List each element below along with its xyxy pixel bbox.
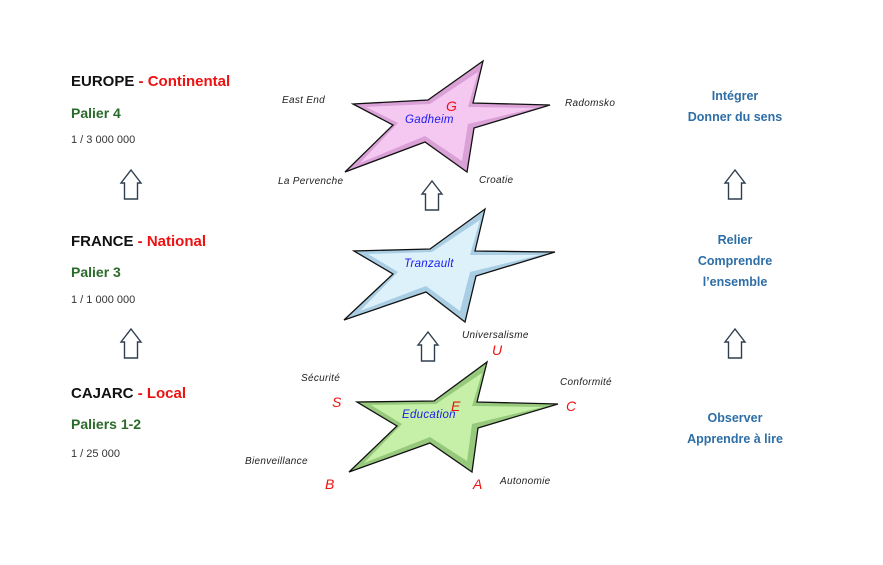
action-line: Intégrer	[711, 89, 759, 103]
value-label: Sécurité	[301, 373, 341, 384]
up-arrow-icon	[120, 328, 142, 359]
action-integrer: Intégrer Donner du sens	[660, 86, 810, 128]
level-name: FRANCE	[71, 233, 134, 250]
up-arrow-icon	[724, 328, 746, 359]
level-name: EUROPE	[71, 73, 135, 90]
action-line: l’ensemble	[702, 275, 768, 289]
location-label: La Pervenche	[278, 176, 344, 187]
up-arrow-icon	[120, 169, 142, 200]
star-education-name: Education	[402, 409, 456, 421]
level-scope: - Continental	[138, 73, 231, 90]
value-letter: U	[492, 342, 503, 358]
action-observer: Observer Apprendre à lire	[660, 408, 810, 450]
location-label: Radomsko	[565, 98, 616, 109]
action-line: Observer	[707, 411, 763, 425]
star-tranzault	[343, 207, 556, 324]
action-line: Donner du sens	[687, 110, 783, 124]
level-france-title: FRANCE - National	[71, 233, 206, 250]
star-gadheim-letter: G	[446, 98, 457, 114]
location-label: East End	[282, 95, 325, 106]
star-education	[348, 360, 559, 474]
value-letter: S	[332, 394, 342, 410]
star-tranzault-name: Tranzault	[404, 258, 454, 270]
level-name: CAJARC	[71, 385, 134, 402]
level-scope: - Local	[137, 385, 187, 402]
level-france-scale: 1 / 1 000 000	[71, 294, 136, 306]
action-relier: Relier Comprendre l’ensemble	[660, 230, 810, 293]
star-gadheim-face	[360, 72, 535, 163]
value-letter: A	[473, 476, 483, 492]
action-line: Apprendre à lire	[687, 432, 783, 446]
up-arrow-icon	[724, 169, 746, 200]
value-label: Universalisme	[462, 330, 529, 341]
location-label: Croatie	[479, 175, 514, 186]
level-scope: - National	[137, 233, 207, 250]
action-line: Relier	[717, 233, 753, 247]
level-cajarc-palier: Paliers 1-2	[71, 416, 142, 432]
star-education-letter: E	[451, 398, 461, 414]
star-education-face	[364, 373, 543, 463]
level-europe-scale: 1 / 3 000 000	[71, 134, 136, 146]
up-arrow-icon	[417, 331, 439, 362]
value-label: Conformité	[560, 377, 612, 388]
action-line: Comprendre	[697, 254, 773, 268]
level-europe-palier: Palier 4	[71, 105, 121, 121]
up-arrow-icon	[421, 180, 443, 211]
value-letter: B	[325, 476, 335, 492]
value-label: Bienveillance	[245, 456, 308, 467]
star-gadheim	[344, 59, 551, 174]
star-gadheim-name: Gadheim	[405, 114, 454, 126]
level-europe-title: EUROPE - Continental	[71, 73, 230, 90]
level-cajarc-scale: 1 / 25 000	[71, 448, 120, 460]
level-france-palier: Palier 3	[71, 264, 121, 280]
value-label: Autonomie	[500, 476, 551, 487]
level-cajarc-title: CAJARC - Local	[71, 385, 186, 402]
star-tranzault-face	[360, 220, 540, 311]
value-letter: C	[566, 398, 577, 414]
